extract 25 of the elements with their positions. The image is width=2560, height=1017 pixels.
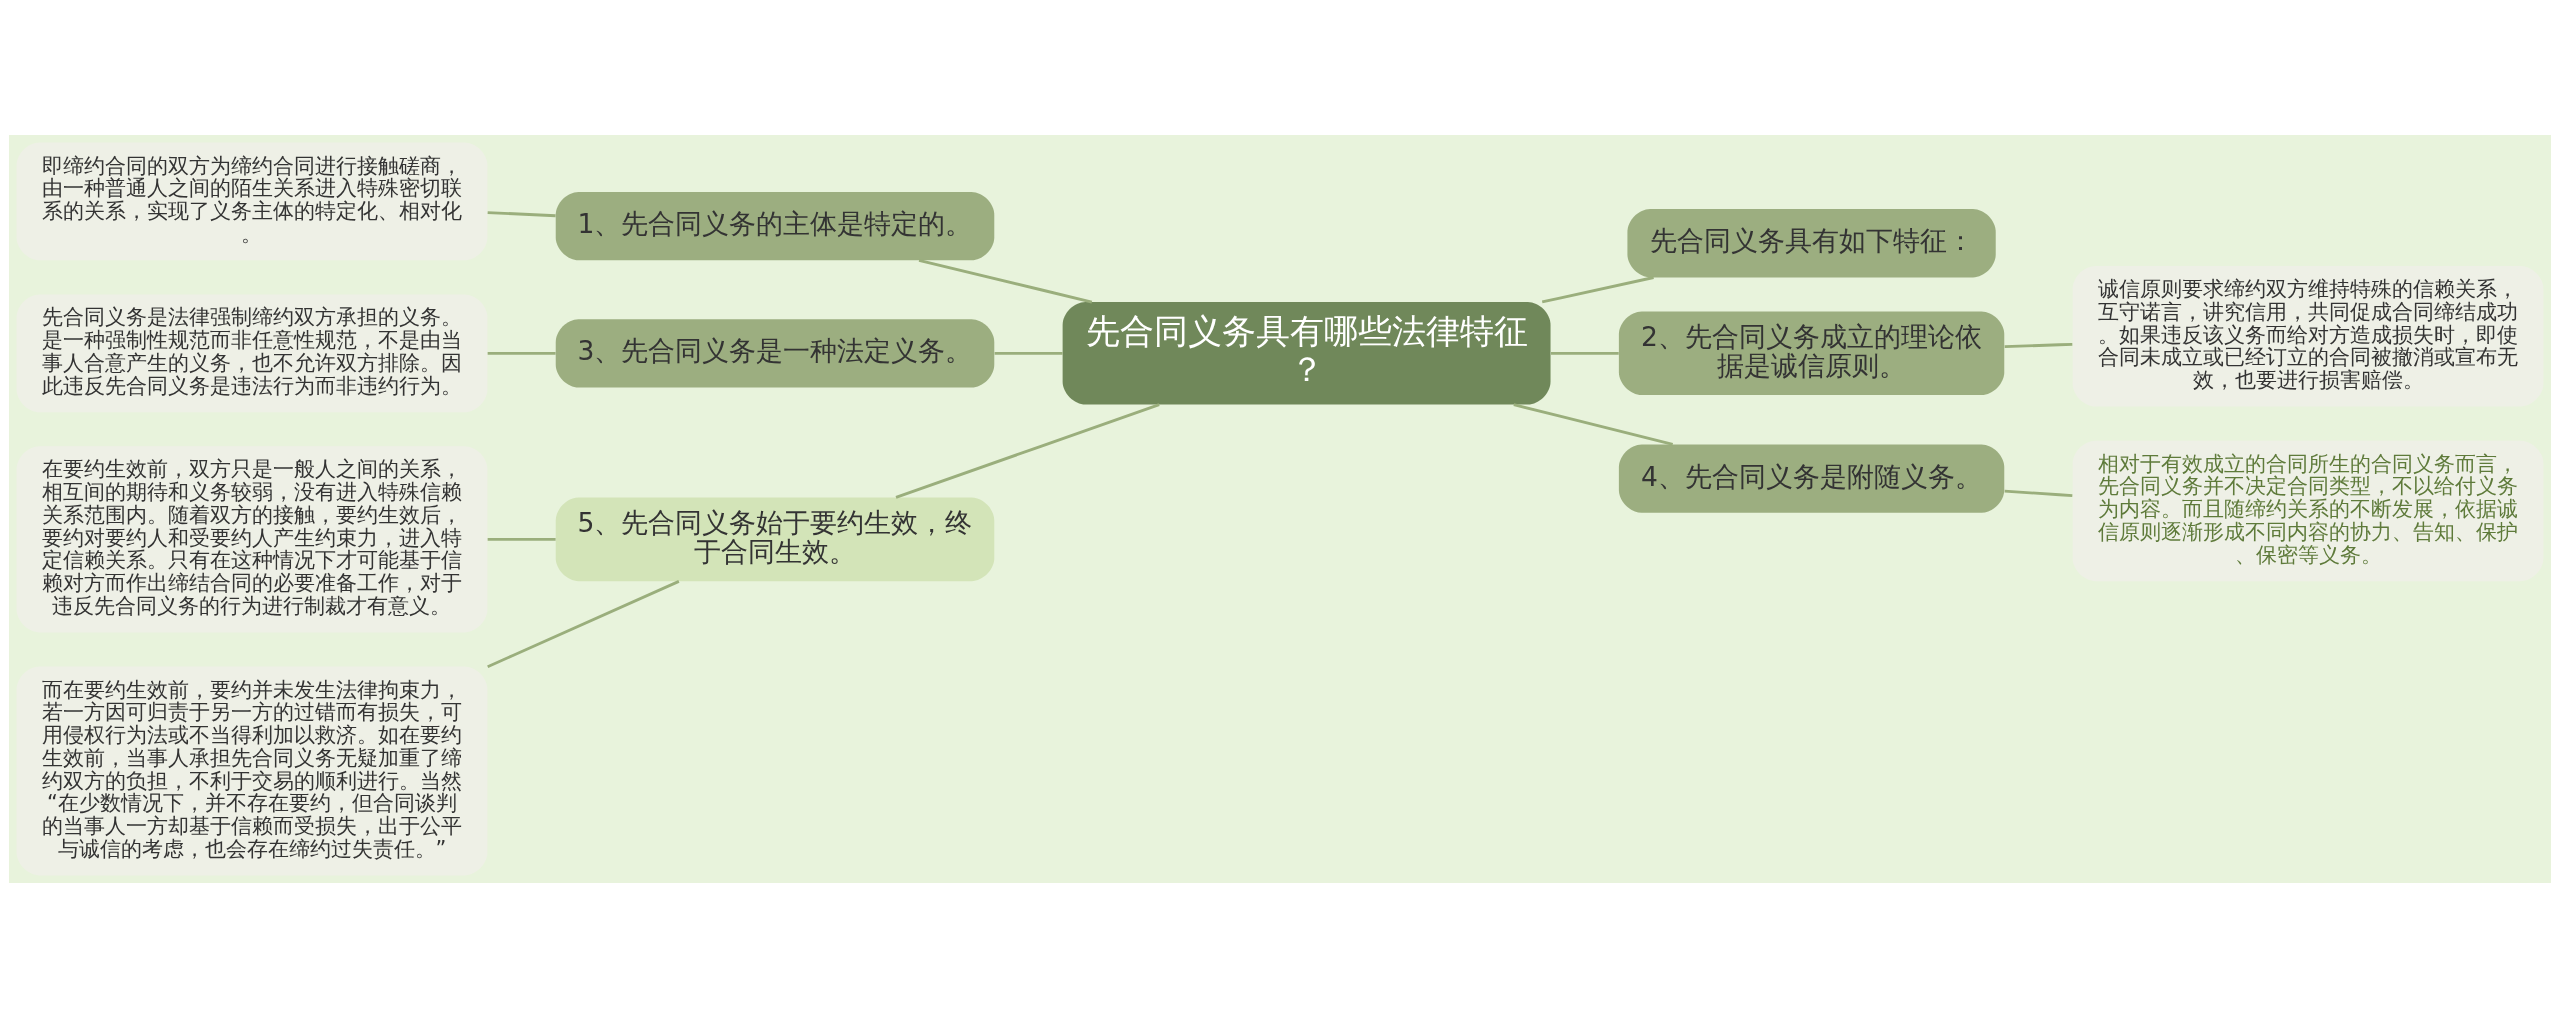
connector bbox=[2004, 342, 2073, 348]
node-box: 2、先合同义务成立的理论依据是诚信原则。 bbox=[1618, 311, 2005, 395]
node-box: 5、先合同义务始于要约生效，终于合同生效。 bbox=[555, 497, 995, 581]
node-box: 诚信原则要求缔约双方维持特殊的信赖关系，互守诺言，讲究信用，共同促成合同缔结成功。如果违反该义务而给对方造成损失时，即使合同未成立或已经订立的合同被撤消或宣布无效，也要进行损害赔偿。 bbox=[2072, 265, 2544, 406]
connector bbox=[1551, 351, 1619, 355]
connector bbox=[994, 351, 1063, 355]
node-box: 3、先合同义务是一种法定义务。 bbox=[555, 318, 995, 387]
connector bbox=[2004, 489, 2073, 497]
node-box: 在要约生效前，双方只是一般人之间的关系，相互间的期待和义务较弱，没有进入特殊信赖关系范围内。随着双方的接触，要约生效后，要约对要约人和受要约人产生约束力，进入特定信赖关系。只有在这种情况下才可能基于信赖对方而作出缔结合同的必要准备工作，对于违反先合同义务的行为进行制裁才有意义。 bbox=[16, 445, 488, 632]
connector bbox=[487, 210, 556, 217]
connector bbox=[895, 402, 1160, 499]
node-box: 而在要约生效前，要约并未发生法律拘束力，若一方因可归责于另一方的过错而有损失，可用侵权行为法或不当得利加以救济。如在要约生效前，当事人承担先合同义务无疑加重了缔约双方的负担，不利于交易的顺利进行。当然“在少数情况下，并不存在要约，但合同谈判的当事人一方却基于信赖而受损失，出于公平与诚信的考虑，也会存在缔约过失责任。” bbox=[16, 666, 488, 875]
connector bbox=[1513, 402, 1674, 446]
connector bbox=[487, 579, 680, 668]
connector bbox=[487, 351, 556, 355]
connector bbox=[1541, 275, 1654, 303]
connector bbox=[487, 537, 556, 541]
node-box: 1、先合同义务的主体是特定的。 bbox=[555, 191, 995, 260]
node-box: 相对于有效成立的合同所生的合同义务而言，先合同义务并不决定合同类型，不以给付义务为内容。而且随缔约关系的不断发展，依据诚信原则逐渐形成不同内容的协力、告知、保护、保密等义务。 bbox=[2072, 440, 2544, 581]
node-box: 先合同义务是法律强制缔约双方承担的义务。是一种强制性规范而非任意性规范，不是由当事人合意产生的义务，也不允许双方排除。因此违反先合同义务是违法行为而非违约行为。 bbox=[16, 293, 488, 412]
node-box: 先合同义务具有哪些法律特征？ bbox=[1062, 301, 1551, 405]
node-box: 4、先合同义务是附随义务。 bbox=[1618, 443, 2005, 513]
node-box: 先合同义务具有如下特征： bbox=[1627, 208, 1996, 277]
connector bbox=[918, 258, 1093, 303]
node-box: 即缔约合同的双方为缔约合同进行接触磋商，由一种普通人之间的陌生关系进入特殊密切联系的关系，实现了义务主体的特定化、相对化。 bbox=[16, 142, 488, 260]
